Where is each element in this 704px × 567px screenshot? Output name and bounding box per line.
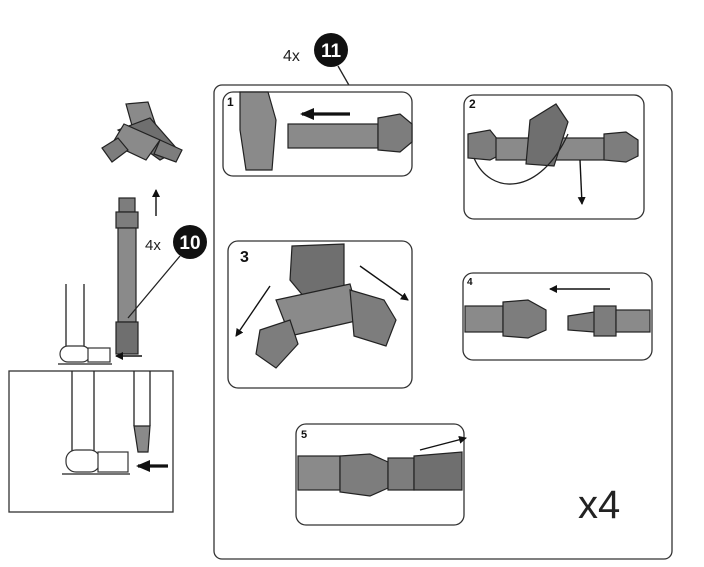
detail-box [8,370,174,513]
step-2-panel: 2 [463,94,645,220]
step-3-label: 3 [240,249,249,266]
step-5-panel: 5 [295,423,467,526]
vertical-strap [115,197,139,355]
step-1-panel: 1 [222,91,413,177]
step-4-panel: 4 [462,272,653,361]
part11-badge [314,33,348,67]
part10-badge [173,225,207,259]
tied-strap-illustration [101,101,183,163]
part11-qty: 4x [283,48,300,65]
part10-qty: 4x [145,237,161,254]
step-5-label: 5 [301,429,307,441]
callout-part-10: 4x 10 [127,225,207,319]
step-2-label: 2 [469,97,476,111]
repeat-count-label: x4 [578,483,620,527]
part10-number: 10 [179,233,200,254]
step-1-label: 1 [227,95,234,109]
crib-leg-upper [58,284,142,365]
step-3-panel: 3 [227,240,413,389]
step-4-label: 4 [467,277,473,288]
part11-number: 11 [321,41,342,62]
